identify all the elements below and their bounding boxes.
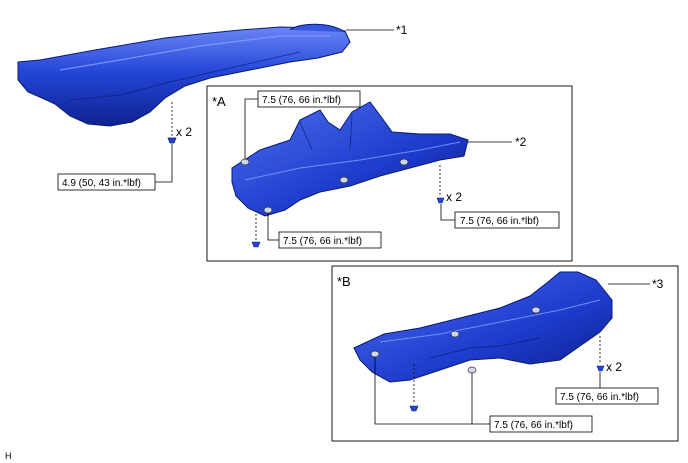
clip-icon bbox=[467, 366, 477, 374]
leader-line bbox=[374, 357, 492, 425]
bolt-icon bbox=[436, 197, 445, 204]
under-cover-part-3 bbox=[353, 271, 613, 383]
clip-icon bbox=[339, 176, 349, 184]
leader-line bbox=[440, 204, 455, 221]
callout-part-2: *2 bbox=[515, 135, 527, 149]
torque-value: 7.5 (76, 66 in.*lbf) bbox=[262, 95, 341, 106]
clip-icon bbox=[240, 158, 250, 166]
clip-icon bbox=[531, 306, 541, 314]
torque-box: 7.5 (76, 66 in.*lbf) bbox=[489, 415, 593, 433]
quantity-label: x 2 bbox=[176, 125, 192, 139]
frame-b-label: *B bbox=[337, 274, 351, 289]
frame-a-label: *A bbox=[212, 94, 226, 109]
torque-value: 7.5 (76, 66 in.*lbf) bbox=[460, 216, 539, 227]
clip-icon bbox=[370, 350, 380, 358]
torque-box: 7.5 (76, 66 in.*lbf) bbox=[555, 387, 659, 405]
figure-code: H bbox=[5, 451, 12, 461]
torque-box: 7.5 (76, 66 in.*lbf) bbox=[278, 231, 382, 249]
bolt-icon bbox=[596, 365, 605, 372]
bolt-icon bbox=[409, 405, 419, 412]
quantity-label: x 2 bbox=[446, 190, 462, 204]
clip-icon bbox=[399, 158, 409, 166]
leader-line bbox=[244, 98, 259, 159]
heat-insulator-part bbox=[17, 23, 351, 127]
torque-box: 7.5 (76, 66 in.*lbf) bbox=[257, 90, 361, 108]
bolt-icon bbox=[251, 241, 261, 248]
clip-icon bbox=[450, 330, 460, 338]
callout-part-1: *1 bbox=[396, 23, 408, 37]
under-cover-part-2 bbox=[231, 101, 469, 217]
frame-a bbox=[206, 85, 573, 262]
quantity-label: x 2 bbox=[606, 360, 622, 374]
leader-line bbox=[154, 144, 173, 183]
callout-part-3: *3 bbox=[652, 277, 664, 291]
torque-value: 4.9 (50, 43 in.*lbf) bbox=[62, 178, 141, 189]
leader-line bbox=[267, 213, 280, 241]
torque-value: 7.5 (76, 66 in.*lbf) bbox=[560, 392, 639, 403]
torque-value: 7.5 (76, 66 in.*lbf) bbox=[494, 420, 573, 431]
torque-box: 7.5 (76, 66 in.*lbf) bbox=[454, 211, 560, 229]
frame-b bbox=[331, 265, 679, 442]
torque-box: 4.9 (50, 43 in.*lbf) bbox=[57, 173, 156, 191]
bolt-icon bbox=[167, 137, 177, 144]
clip-icon bbox=[263, 206, 273, 214]
torque-value: 7.5 (76, 66 in.*lbf) bbox=[283, 236, 362, 247]
